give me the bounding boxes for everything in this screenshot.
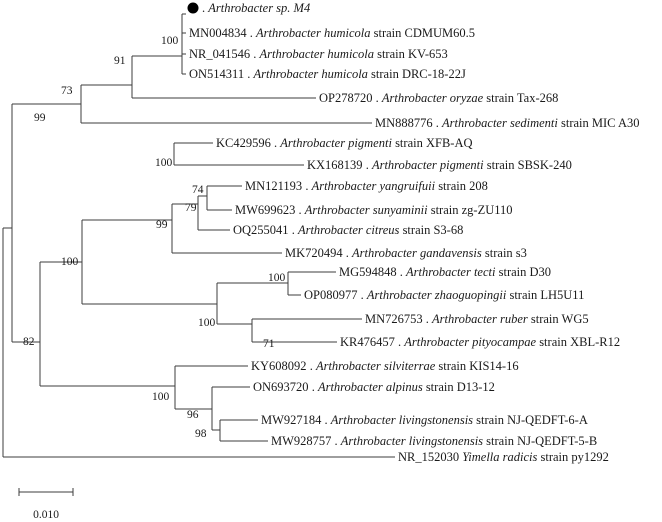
taxon-label-20: MW928757 . Arthrobacter livingstonensis … xyxy=(271,434,597,448)
bootstrap-node-pigmenti: 100 xyxy=(155,157,173,169)
taxon-label-17: KY608092 . Arthrobacter silviterrae stra… xyxy=(251,359,519,373)
taxon-label-18: ON693720 . Arthrobacter alpinus strain D… xyxy=(253,380,495,394)
taxon-label-10: MW699623 . Arthrobacter sunyaminii strai… xyxy=(235,203,513,217)
branch-node-96 xyxy=(211,386,250,431)
bootstrap-node-74: 74 xyxy=(192,184,204,196)
bootstrap-values: 100 91 73 99 100 74 79 99 100 100 100 71… xyxy=(23,35,286,440)
taxon-label-5: OP278720 . Arthrobacter oryzae strain Ta… xyxy=(319,91,558,105)
taxon-label-12: MK720494 . Arthrobacter gandavensis stra… xyxy=(285,246,527,260)
branch-node-79 xyxy=(197,195,230,231)
taxon-label-7: KC429596 . Arthrobacter pigmenti strain … xyxy=(216,136,473,150)
branch-node-98 xyxy=(219,419,268,442)
taxon-label-19: MW927184 . Arthrobacter livingstonensis … xyxy=(261,413,588,427)
taxon-label-8: KX168139 . Arthrobacter pigmenti strain … xyxy=(307,158,572,172)
bootstrap-node-humicola: 100 xyxy=(161,35,179,47)
bootstrap-node-99-top: 99 xyxy=(34,112,46,124)
bootstrap-node-100-mid: 100 xyxy=(61,256,79,268)
scale-bar-line xyxy=(18,488,74,496)
taxon-label-14: OP080977 . Arthrobacter zhaoguopingii st… xyxy=(304,288,584,302)
bootstrap-node-71: 71 xyxy=(263,338,275,350)
taxon-label-6: MN888776 . Arthrobacter sedimenti strain… xyxy=(375,116,639,130)
bootstrap-node-100-lower: 100 xyxy=(152,391,170,403)
branch-node-99-mid xyxy=(171,203,282,254)
bootstrap-node-82: 82 xyxy=(23,336,35,348)
taxon-labels: . Arthrobacter sp. M4 MN004834 . Arthrob… xyxy=(189,1,639,464)
branch-node-100-lower xyxy=(174,365,248,410)
bootstrap-node-d30: 100 xyxy=(268,272,286,284)
branch-node-71 xyxy=(251,318,362,343)
taxon-label-2: MN004834 . Arthrobacter humicola strain … xyxy=(189,26,475,40)
scale-bar-label: 0.010 xyxy=(33,509,59,521)
branch-node-100-mid xyxy=(81,219,217,305)
scale-bar: 0.010 xyxy=(18,488,74,521)
branch-node-99-top xyxy=(11,103,81,343)
bootstrap-node-91: 91 xyxy=(114,55,126,67)
branch-node-91 xyxy=(131,55,316,99)
taxon-label-16: KR476457 . Arthrobacter pityocampae stra… xyxy=(340,335,620,349)
bootstrap-node-73: 73 xyxy=(61,85,73,97)
branch-node-73 xyxy=(80,84,372,124)
taxon-label-1: . Arthrobacter sp. M4 xyxy=(202,1,310,15)
taxon-label-13: MG594848 . Arthrobacter tecti strain D30 xyxy=(339,265,551,279)
taxon-label-21: NR_152030 Yimella radicis strain py1292 xyxy=(398,450,609,464)
taxon-label-9: MN121193 . Arthrobacter yangruifuii stra… xyxy=(245,179,488,193)
bootstrap-node-98: 98 xyxy=(195,428,207,440)
branch-node-74 xyxy=(206,185,242,211)
bootstrap-node-79: 79 xyxy=(185,202,197,214)
branch-node-100-pigmenti xyxy=(173,142,304,166)
taxon-label-11: OQ255041 . Arthrobacter citreus strain S… xyxy=(233,223,463,237)
bootstrap-node-96: 96 xyxy=(187,409,199,421)
branch-node-82 xyxy=(39,261,175,387)
bootstrap-node-99-mid: 99 xyxy=(156,219,168,231)
branch-node-100-humicola xyxy=(181,13,186,75)
query-strain-marker xyxy=(187,2,199,14)
branch-node-100-d30 xyxy=(287,271,336,296)
tree-branches xyxy=(2,13,395,458)
taxon-label-15: MN726753 . Arthrobacter ruber strain WG5 xyxy=(365,312,589,326)
branch-node-100-tecti xyxy=(216,282,288,325)
taxon-label-4: ON514311 . Arthrobacter humicola strain … xyxy=(189,67,466,81)
bootstrap-node-tecti: 100 xyxy=(198,317,216,329)
branch-root xyxy=(2,227,395,458)
taxon-label-3: NR_041546 . Arthrobacter humicola strain… xyxy=(189,47,448,61)
